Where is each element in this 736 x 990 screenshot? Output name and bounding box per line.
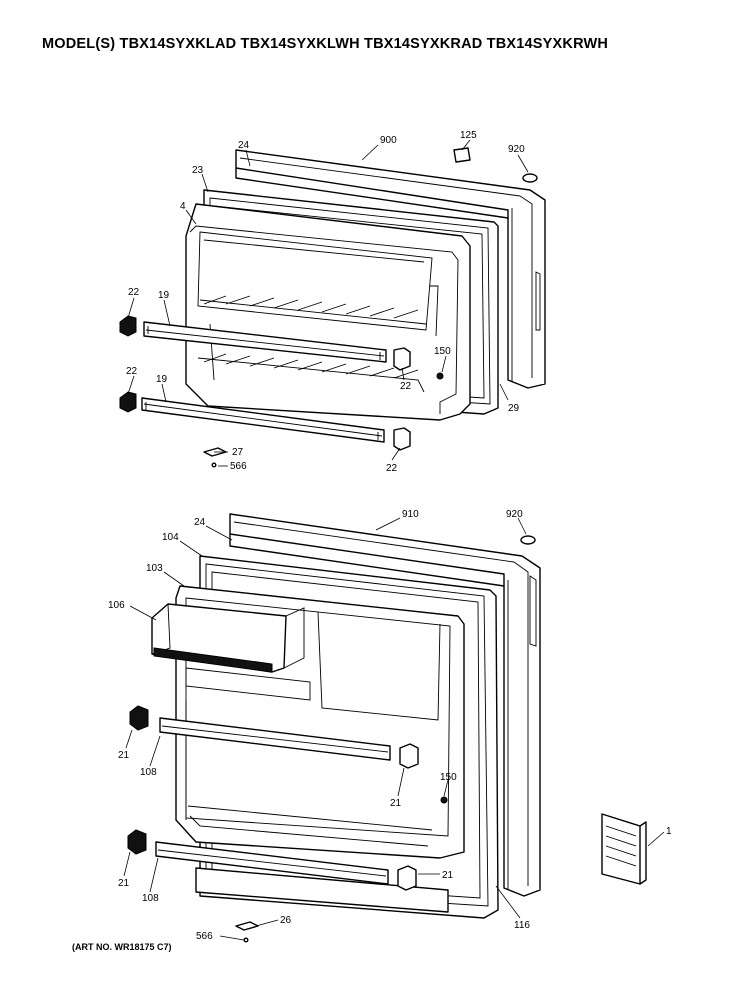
fresh-food-shelf-cap-right-upper	[399, 743, 419, 769]
freezer-plug-920	[522, 173, 538, 183]
models-heading: MODEL(S) TBX14SYXKLAD TBX14SYXKLWH TBX14…	[42, 36, 609, 52]
callout-108-lower: 108	[142, 893, 159, 904]
callout-22-upper-left: 22	[128, 287, 140, 298]
callout-106: 106	[108, 600, 125, 611]
callout-910: 910	[402, 509, 419, 520]
freezer-screw-150	[436, 372, 444, 380]
callout-23: 23	[192, 165, 204, 176]
fresh-food-shelf-bar-upper	[159, 717, 391, 761]
callout-920-freezer: 920	[508, 144, 525, 155]
fresh-food-shelf-cap-left-lower	[127, 829, 147, 855]
owners-literature-1	[601, 813, 647, 885]
callout-24-freezer: 24	[238, 140, 250, 151]
freezer-outer-door-panel	[235, 149, 546, 389]
callout-19-upper: 19	[158, 290, 170, 301]
fresh-food-shelf-cap-left-upper	[129, 705, 149, 731]
callout-21-upper-left: 21	[118, 750, 130, 761]
callout-29: 29	[508, 403, 520, 414]
freezer-door-liner	[185, 203, 471, 421]
callout-1: 1	[666, 826, 672, 837]
callout-566-freezer: 566	[230, 461, 247, 472]
freezer-shelf-cap-right-lower	[393, 427, 411, 451]
callout-150-fresh-food: 150	[440, 772, 457, 783]
fresh-food-outer-door-panel	[229, 513, 541, 897]
callout-900: 900	[380, 135, 397, 146]
callout-4: 4	[180, 201, 186, 212]
fresh-food-door-assembly	[127, 513, 647, 943]
fresh-food-screw-150	[440, 796, 448, 804]
callout-116: 116	[514, 920, 530, 931]
callout-21-upper-right: 21	[390, 798, 402, 809]
callout-125: 125	[460, 130, 477, 141]
fresh-food-plug-920	[520, 535, 536, 545]
callout-21-lower-left: 21	[118, 878, 130, 889]
fresh-food-screw-566	[243, 937, 249, 943]
callout-150-freezer: 150	[434, 346, 451, 357]
callout-104: 104	[162, 532, 179, 543]
callout-22-lower-left: 22	[126, 366, 138, 377]
freezer-part-125	[453, 147, 471, 163]
callout-27: 27	[232, 447, 244, 458]
callout-26: 26	[280, 915, 292, 926]
freezer-shelf-bar-upper	[143, 321, 387, 363]
callout-103: 103	[146, 563, 163, 574]
callout-24-fresh-food: 24	[194, 517, 206, 528]
freezer-shelf-cap-left-upper	[119, 315, 137, 337]
callout-labels: 900 125 920 24 23 4 22 19 22 150 22 19 2…	[108, 130, 672, 942]
callout-22-upper-right: 22	[400, 381, 412, 392]
dairy-compartment-door	[151, 603, 305, 673]
callout-108-upper: 108	[140, 767, 157, 778]
callout-21-lower-right: 21	[442, 870, 454, 881]
freezer-door-assembly	[119, 147, 546, 468]
fresh-food-shelf-bar-lower	[155, 841, 389, 885]
callout-920-fresh-food: 920	[506, 509, 523, 520]
callout-19-lower: 19	[156, 374, 168, 385]
fresh-food-hinge-26	[235, 921, 259, 931]
freezer-shelf-bar-lower	[141, 397, 385, 443]
leader-lines	[123, 139, 665, 941]
fresh-food-shelf-cap-right-lower	[397, 865, 417, 891]
freezer-shelf-cap-right-upper	[393, 347, 411, 371]
freezer-screw-566	[211, 462, 217, 468]
callout-22-lower-right: 22	[386, 463, 398, 474]
art-number: (ART NO. WR18175 C7)	[72, 942, 172, 952]
callout-566-fresh-food: 566	[196, 931, 213, 942]
freezer-shelf-cap-left-lower	[119, 391, 137, 413]
